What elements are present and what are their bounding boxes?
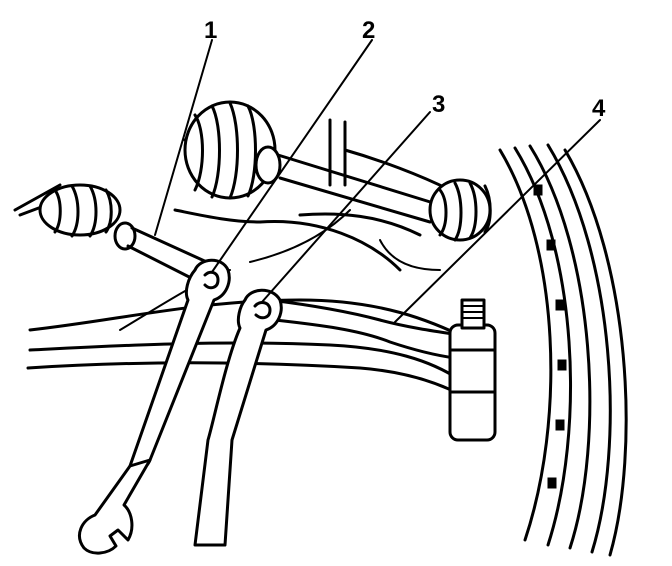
leader-lines: [154, 39, 601, 323]
inner-cv-boot: [183, 100, 442, 224]
wrench-holding: [78, 258, 231, 555]
control-arm: [26, 209, 472, 402]
callout-4: 4: [592, 95, 606, 122]
wheel-rim: [498, 143, 628, 557]
callout-2: 2: [362, 17, 375, 44]
knuckle: [448, 298, 497, 442]
callout-3: 3: [432, 91, 445, 118]
outer-cv-boot: [428, 178, 492, 242]
callout-1: 1: [204, 17, 217, 44]
tie-rod: [268, 298, 462, 360]
left-axle-boot: [13, 183, 222, 287]
wrench-turning: [193, 288, 283, 547]
